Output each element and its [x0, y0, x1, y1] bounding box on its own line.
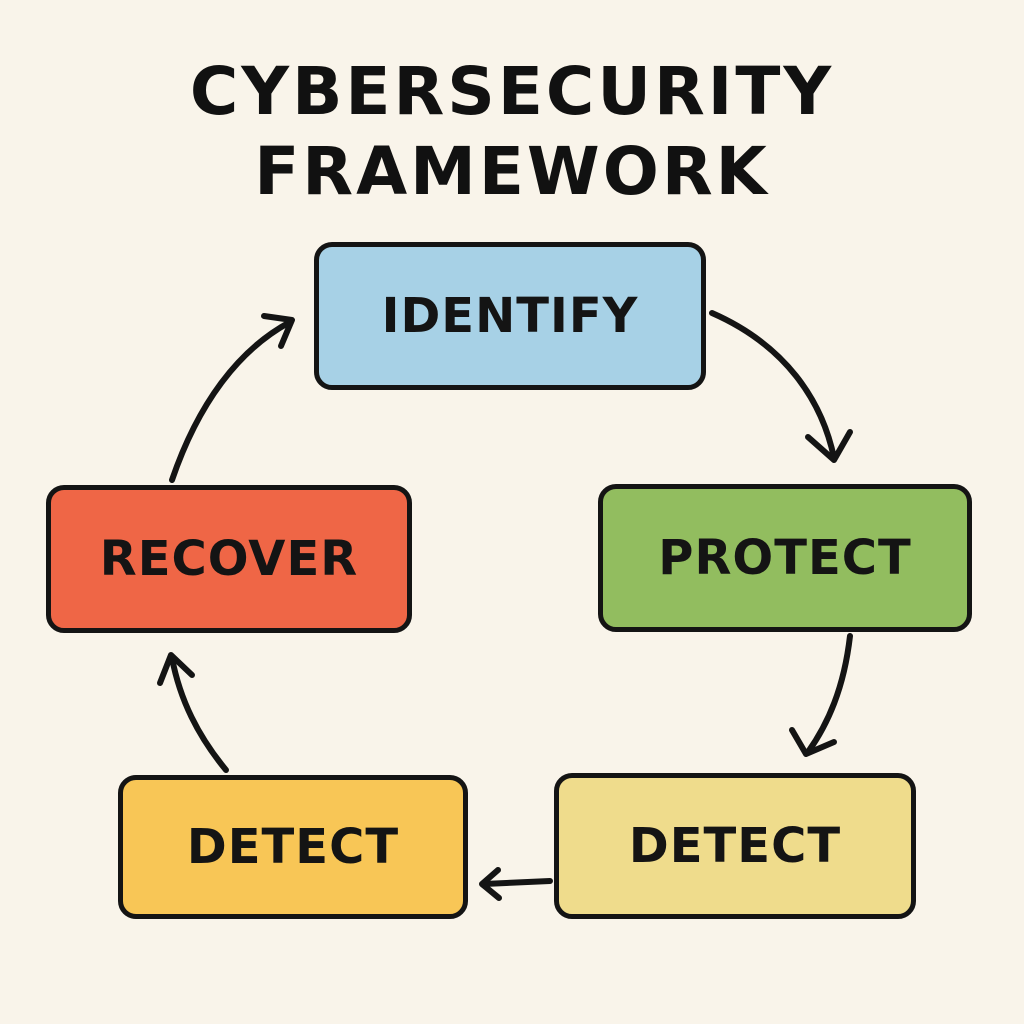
- node-recover-label: RECOVER: [99, 531, 359, 587]
- node-identify: IDENTIFY: [314, 242, 706, 390]
- node-detect-left-label: DETECT: [186, 819, 400, 875]
- node-protect: PROTECT: [598, 484, 972, 632]
- node-protect-label: PROTECT: [658, 530, 912, 586]
- diagram-title: CYBERSECURITY FRAMEWORK: [0, 52, 1024, 212]
- node-detect-right-label: DETECT: [628, 818, 842, 874]
- arrow-identify-to-protect: [709, 310, 853, 463]
- node-detect-right: DETECT: [554, 773, 916, 919]
- node-identify-label: IDENTIFY: [381, 288, 639, 344]
- arrow-detect-left-to-recover: [157, 652, 229, 773]
- title-line-1: CYBERSECURITY: [189, 53, 835, 130]
- title-line-2: FRAMEWORK: [254, 133, 770, 210]
- arrow-protect-to-detect-right: [789, 633, 853, 757]
- arrow-recover-to-identify: [169, 313, 295, 483]
- node-detect-left: DETECT: [118, 775, 468, 919]
- node-recover: RECOVER: [46, 485, 412, 633]
- arrow-detect-right-to-detect-left: [479, 867, 553, 901]
